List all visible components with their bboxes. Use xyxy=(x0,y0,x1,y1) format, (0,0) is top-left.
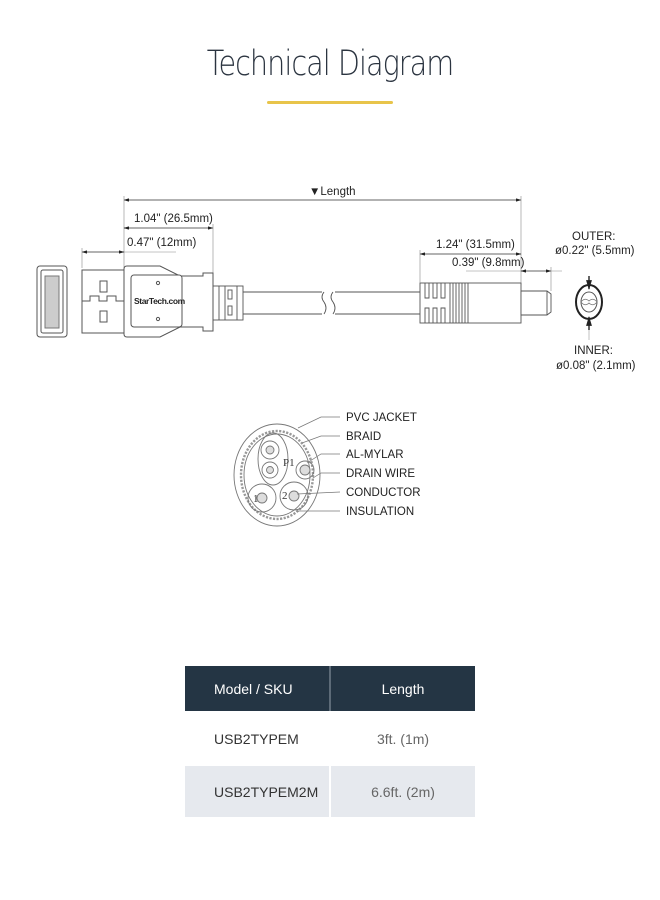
cross-section-leaders xyxy=(296,416,341,512)
conductor-1-label: 1 xyxy=(253,493,259,505)
layer-label: INSULATION xyxy=(346,506,414,518)
outer-value: ø0.22" (5.5mm) xyxy=(555,245,635,257)
title-underline xyxy=(267,101,393,104)
cross-section-labels: PVC JACKET BRAID AL-MYLAR DRAIN WIRE CON… xyxy=(346,412,421,518)
cable xyxy=(243,291,420,315)
usb-strain-relief xyxy=(212,285,244,321)
usb-body-dimension: 1.04" (26.5mm) xyxy=(134,213,213,225)
layer-label: AL-MYLAR xyxy=(346,449,404,461)
startech-logo: StarTech.com xyxy=(134,296,186,306)
inner-label: INNER: xyxy=(574,345,613,357)
usb-a-plug xyxy=(81,269,125,334)
dc-tip-dimension: 0.39" (9.8mm) xyxy=(452,257,525,269)
layer-label: PVC JACKET xyxy=(346,412,417,424)
table-header-row: Model / SKU Length xyxy=(185,666,475,711)
usb-dimensions: 1.04" (26.5mm) 0.47" (12mm) xyxy=(81,213,214,275)
usb-overmold: StarTech.com xyxy=(123,265,214,338)
sku-cell: USB2TYPEM xyxy=(214,730,299,747)
sku-cell: USB2TYPEM2M xyxy=(185,766,329,817)
length-cell: 3ft. (1m) xyxy=(376,730,430,747)
page-title: Technical Diagram xyxy=(206,44,454,84)
layer-label: DRAIN WIRE xyxy=(346,468,415,480)
length-cell: 6.6ft. (2m) xyxy=(331,766,475,817)
cable-cross-section xyxy=(233,423,321,527)
column-header-model: Model / SKU xyxy=(214,680,293,697)
inner-value: ø0.08" (2.1mm) xyxy=(556,360,636,372)
usb-plug-dimension: 0.47" (12mm) xyxy=(127,237,196,249)
conductor-2-label: 2 xyxy=(282,490,288,502)
table-row: USB2TYPEM2M 6.6ft. (2m) xyxy=(185,766,475,817)
dc-tip-end-view: OUTER: ø0.22" (5.5mm) INNER: ø0.08" (2.1… xyxy=(555,231,636,372)
dc-barrel-connector xyxy=(419,282,552,324)
length-dimension: ▼Length xyxy=(123,186,522,285)
dc-dimensions: 1.24" (31.5mm) 0.39" (9.8mm) xyxy=(419,239,562,291)
column-header-length: Length xyxy=(381,680,425,697)
layer-label: BRAID xyxy=(346,431,381,443)
dc-body-dimension: 1.24" (31.5mm) xyxy=(436,239,515,251)
pair-label: P1 xyxy=(283,457,295,469)
sku-table: Model / SKU Length USB2TYPEM 3ft. (1m) U… xyxy=(185,666,475,817)
length-label: ▼Length xyxy=(309,186,356,198)
layer-label: CONDUCTOR xyxy=(346,487,421,499)
usb-receptacle xyxy=(36,265,68,338)
table-row: USB2TYPEM 3ft. (1m) xyxy=(185,711,475,766)
outer-label: OUTER: xyxy=(572,231,615,243)
